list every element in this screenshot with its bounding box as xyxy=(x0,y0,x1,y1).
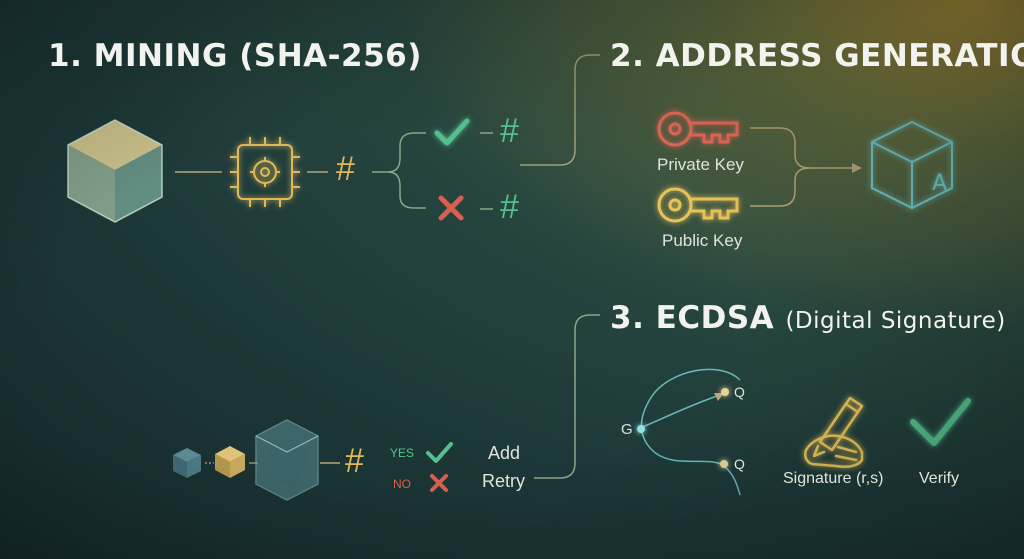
mining-title-text: MINING (SHA-256) xyxy=(93,38,422,74)
hash-symbol-bottom: # xyxy=(345,442,364,480)
address-cube-icon xyxy=(871,120,953,210)
point-q1-label: Q xyxy=(734,384,745,400)
verify-label: Verify xyxy=(919,470,960,487)
point-g-label: G xyxy=(621,421,633,438)
address-title-number: 2. xyxy=(610,38,645,74)
address-letter: A xyxy=(932,171,947,196)
hash-symbol-retry: # xyxy=(500,188,519,226)
section-connector xyxy=(520,54,600,166)
point-q1 xyxy=(721,388,729,396)
private-key-icon xyxy=(657,111,739,147)
small-cube-icon xyxy=(173,448,201,478)
mining-title-number: 1. xyxy=(48,38,83,74)
large-transparent-cube-icon xyxy=(255,419,319,501)
branch-line xyxy=(372,132,426,173)
ecdsa-title-text: ECDSA xyxy=(655,300,775,336)
section-connector xyxy=(534,314,600,479)
mining-title: 1. MINING (SHA-256) xyxy=(48,38,422,74)
curve-arrow-icon xyxy=(714,393,724,401)
point-g xyxy=(637,425,645,433)
small-gold-cube-icon xyxy=(215,446,245,478)
merge-line xyxy=(750,167,811,207)
private-key-label: Private Key xyxy=(657,155,744,174)
no-label: NO xyxy=(393,477,411,491)
address-title-text: ADDRESS GENERATION xyxy=(655,38,1024,74)
address-title: 2. ADDRESS GENERATION xyxy=(610,38,1024,74)
yes-label: YES xyxy=(390,446,415,460)
ecdsa-title-number: 3. xyxy=(610,300,645,336)
merge-line xyxy=(750,127,860,169)
branch-line xyxy=(387,171,426,209)
signature-label: Signature (r,s) xyxy=(783,470,884,487)
public-key-icon xyxy=(657,187,739,223)
retry-label: Retry xyxy=(482,471,526,491)
point-q2-label: Q xyxy=(734,456,745,472)
add-label: Add xyxy=(488,443,521,463)
ecdsa-subtitle: (Digital Signature) xyxy=(785,308,1006,334)
point-q2 xyxy=(720,460,728,468)
public-key-label: Public Key xyxy=(662,231,743,250)
ecdsa-title: 3. ECDSA (Digital Signature) xyxy=(610,300,1006,336)
arrow-head-icon xyxy=(852,163,862,173)
hash-symbol-valid: # xyxy=(500,112,519,150)
elliptic-curve xyxy=(639,368,741,496)
block-cube-icon xyxy=(67,119,163,223)
signature-hand-pen-icon xyxy=(804,396,864,468)
verify-check-icon xyxy=(910,398,971,446)
check-icon xyxy=(434,118,470,146)
cross-icon xyxy=(438,195,464,221)
yes-check-icon xyxy=(426,442,453,463)
cpu-gear-icon xyxy=(230,137,300,207)
hash-symbol-gold: # xyxy=(336,150,355,188)
no-cross-icon xyxy=(430,474,448,492)
